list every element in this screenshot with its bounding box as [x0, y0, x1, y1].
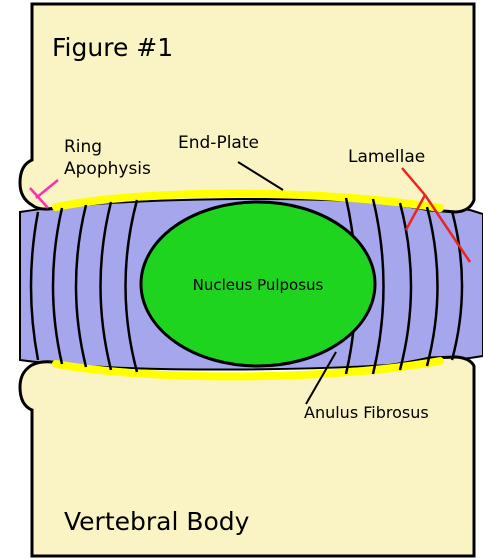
- end-plate-label: End-Plate: [178, 133, 259, 153]
- nucleus-pulposus-label: Nucleus Pulposus: [193, 276, 324, 294]
- ring-apophysis-label-line1: Ring: [64, 137, 102, 157]
- vertebral-body-label: Vertebral Body: [64, 507, 250, 536]
- figure-title: Figure #1: [52, 33, 173, 62]
- ring-apophysis-label-line2: Apophysis: [64, 159, 151, 179]
- anulus-fibrosus-label: Anulus Fibrosus: [304, 403, 429, 422]
- lamellae-label: Lamellae: [348, 147, 425, 167]
